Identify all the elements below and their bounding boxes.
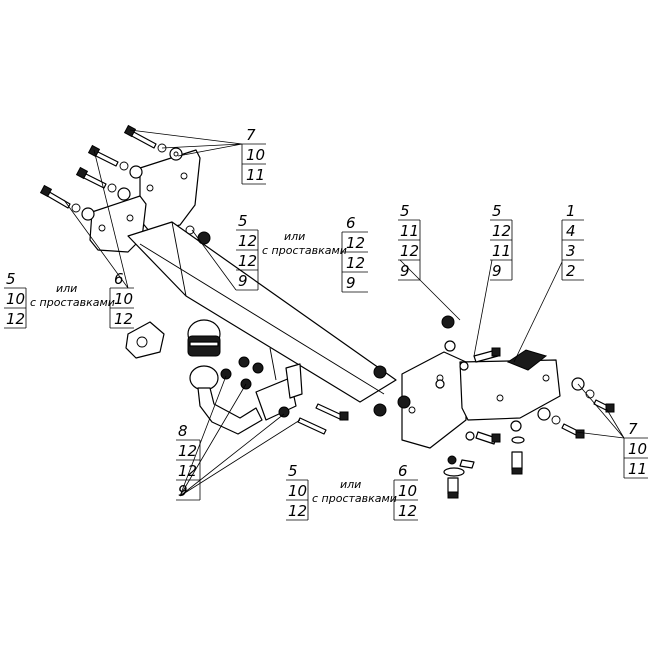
callout-col-c-2: 3: [566, 242, 576, 260]
callout-upper-mid-a-0: 5: [238, 212, 248, 230]
callout-bottom-left-3: 9: [178, 482, 188, 500]
callout-left: 5 10 12 или с проставками 6 10 12: [4, 270, 134, 329]
callout-upper-mid-b-3: 9: [346, 274, 356, 292]
callout-right-1: 10: [628, 440, 647, 458]
callout-upper-mid-a-1: 12: [238, 232, 257, 250]
callout-bottom-mid-alt-row-1: 12: [398, 502, 417, 520]
callout-upper-mid-b: или с проставками 6 12 12 9: [262, 214, 368, 293]
callout-bottom-left-0: 8: [178, 422, 188, 440]
callout-bottom-mid: 5 10 12 или с проставками 6 10 12: [286, 462, 418, 521]
callout-bottom-mid-alt-row-0: 10: [398, 482, 417, 500]
callout-upper-mid-b-2: 12: [346, 254, 365, 272]
callout-col-b: 5 12 11 9: [490, 202, 513, 281]
callout-right: 7 10 11: [623, 420, 648, 479]
tow-ball-cap: [187, 319, 221, 357]
socket-bracket: [125, 321, 165, 359]
leader-lines: [63, 129, 625, 497]
callout-upper-mid-b-note-or: или: [284, 230, 305, 243]
callout-top-left-0: 7: [246, 126, 256, 144]
callout-left-alt-row-0: 10: [114, 290, 133, 308]
callout-upper-mid-b-note-spacers: с проставками: [262, 244, 347, 257]
callout-col-c-1: 4: [566, 222, 576, 240]
callout-bottom-mid-note-or: или: [340, 478, 361, 491]
callout-col-b-3: 9: [492, 262, 502, 280]
callout-top-left-2: 11: [246, 166, 265, 184]
callout-col-a-3: 9: [400, 262, 410, 280]
callout-right-0: 7: [628, 420, 638, 438]
callout-bottom-left-1: 12: [178, 442, 197, 460]
callout-left-alt-row-1: 12: [114, 310, 133, 328]
right-bracket-assembly: [401, 349, 561, 449]
callout-upper-mid-b-0: 6: [346, 214, 356, 232]
callout-col-b-2: 11: [492, 242, 511, 260]
callout-left-first-row-1: 12: [6, 310, 25, 328]
callout-col-c-0: 1: [566, 202, 576, 220]
callout-col-b-0: 5: [492, 202, 502, 220]
crossbar-beam: [127, 221, 397, 403]
callout-col-a-1: 11: [400, 222, 419, 240]
callout-bottom-mid-alt: 6: [398, 462, 408, 480]
callout-top-left: 7 10 11: [241, 126, 266, 185]
callout-bottom-mid-first: 5: [288, 462, 298, 480]
callout-left-note-or: или: [56, 282, 77, 295]
callout-col-a-0: 5: [400, 202, 410, 220]
callout-bottom-left-2: 12: [178, 462, 197, 480]
callout-col-b-1: 12: [492, 222, 511, 240]
callout-upper-mid-a-3: 9: [238, 272, 248, 290]
callout-upper-mid-b-1: 12: [346, 234, 365, 252]
callout-bottom-mid-note-spacers: с проставками: [312, 492, 397, 505]
callout-bottom-mid-first-row-0: 10: [288, 482, 307, 500]
callout-upper-mid-a-2: 12: [238, 252, 257, 270]
callout-col-a: 5 11 12 9: [398, 202, 421, 281]
callout-bottom-mid-first-row-1: 12: [288, 502, 307, 520]
callout-col-a-2: 12: [400, 242, 419, 260]
callout-left-alt: 6: [114, 270, 124, 288]
callout-col-c: 1 4 3 2: [561, 202, 584, 281]
callout-top-left-1: 10: [246, 146, 265, 164]
fasteners: [39, 124, 615, 499]
callout-upper-mid-a: 5 12 12 9: [236, 212, 259, 291]
callout-bottom-left: 8 12 12 9: [176, 422, 201, 501]
callout-right-2: 11: [628, 460, 647, 478]
callout-left-first-row-0: 10: [6, 290, 25, 308]
callout-col-c-3: 2: [566, 262, 576, 280]
callout-left-first: 5: [6, 270, 16, 288]
left-bracket-top: [139, 149, 201, 233]
callout-left-note-spacers: с проставками: [30, 296, 115, 309]
